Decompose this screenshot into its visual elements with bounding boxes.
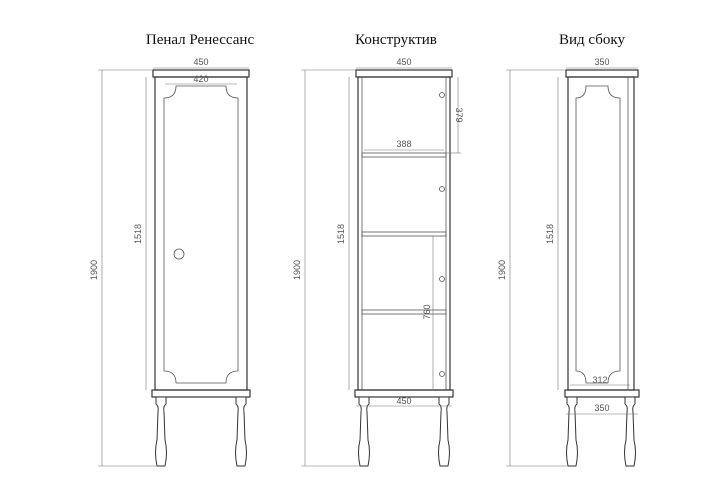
- construct-dim-1900: 1900: [292, 260, 302, 280]
- front-leg-right: [235, 396, 247, 467]
- construct-plinth: [354, 389, 454, 398]
- side-view: 350 1900 1518 312 350: [497, 57, 640, 467]
- side-dim-350-top: 350: [594, 57, 609, 67]
- title-front: Пенал Ренессанс: [146, 32, 255, 48]
- front-door-panel: [163, 85, 239, 384]
- shelf-3: [361, 309, 447, 315]
- front-body: [154, 76, 248, 391]
- side-dim-1518: 1518: [545, 224, 555, 244]
- title-construct: Конструктив: [355, 32, 437, 48]
- title-side: Вид сбоку: [559, 32, 625, 48]
- door-knob: [173, 248, 185, 260]
- front-dim-420: 420: [193, 74, 208, 84]
- hinge-2: [439, 186, 445, 192]
- front-dim-1518: 1518: [133, 224, 143, 244]
- side-dim-1900: 1900: [497, 260, 507, 280]
- side-dim-350-bottom: 350: [594, 403, 609, 413]
- side-leg-left: [566, 396, 578, 467]
- front-dim-450: 450: [193, 57, 208, 67]
- hinge-3: [439, 276, 445, 282]
- front-dim-1900: 1900: [89, 260, 99, 280]
- shelf-1: [361, 152, 447, 158]
- side-panel: [575, 85, 621, 384]
- side-leg-right: [624, 396, 636, 467]
- construct-dim-450-bottom: 450: [396, 396, 411, 406]
- front-plinth: [151, 389, 251, 398]
- side-dim-312: 312: [592, 375, 607, 385]
- construct-dim-1518: 1518: [336, 224, 346, 244]
- construct-dim-760: 760: [422, 304, 432, 319]
- side-plinth: [564, 389, 640, 398]
- construct-dim-450-top: 450: [396, 57, 411, 67]
- side-body: [567, 76, 635, 391]
- construct-body: [357, 76, 451, 391]
- construct-top-cap: [355, 69, 453, 78]
- hinge-1: [439, 92, 445, 98]
- shelf-2: [361, 231, 447, 237]
- construct-view: 450 388 379 760 1900 1518 450: [292, 57, 464, 467]
- front-leg-left: [155, 396, 167, 467]
- side-top-cap: [565, 69, 639, 78]
- construct-leg-left: [358, 396, 370, 467]
- construct-dim-388: 388: [396, 139, 411, 149]
- construct-dim-379: 379: [454, 107, 464, 122]
- hinge-4: [439, 371, 445, 377]
- construct-leg-right: [438, 396, 450, 467]
- front-view: 450 420 1900 1518: [89, 57, 251, 467]
